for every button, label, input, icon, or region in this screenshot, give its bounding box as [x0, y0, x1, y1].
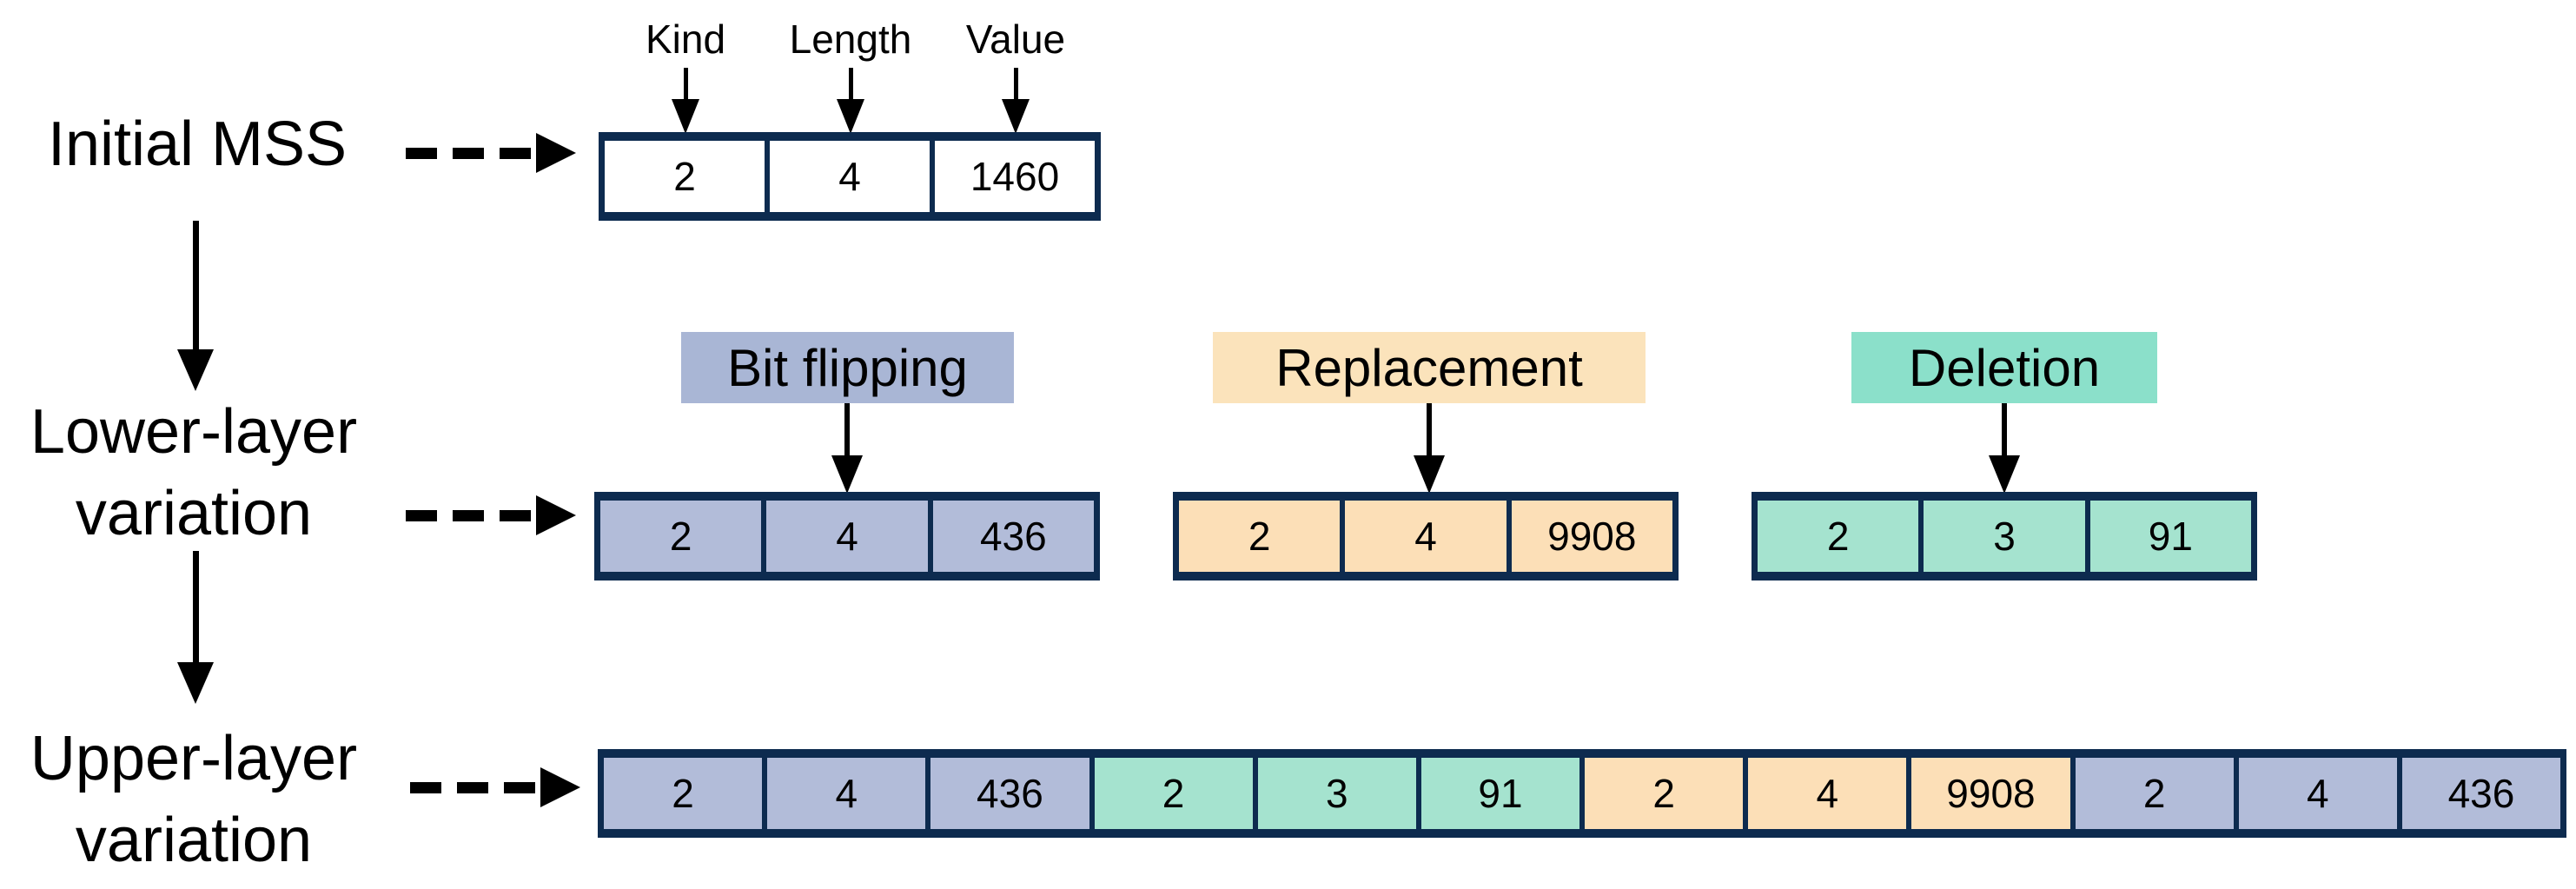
dashed-arrow-initial — [406, 133, 576, 173]
arrow-shaft — [1013, 68, 1018, 99]
arrow-head-right-icon — [536, 495, 576, 535]
lower-layer-label-line1: Lower-layer — [30, 397, 358, 467]
upper-layer-label-line1: Upper-layer — [30, 724, 358, 793]
cell: 91 — [2089, 501, 2251, 572]
arrow-head-down-icon — [672, 99, 699, 134]
initial-kind-cell: 2 — [605, 141, 765, 212]
dashed-arrow-upper — [410, 767, 580, 807]
lower-row-replacement: 2 4 9908 — [1173, 492, 1679, 581]
cell: 2 — [600, 501, 762, 572]
arrow-shaft — [192, 221, 199, 349]
arrow-head-right-icon — [540, 767, 580, 807]
arrow-shaft — [192, 551, 199, 662]
initial-mss-row: 2 4 1460 — [599, 132, 1101, 221]
arrow-head-down-icon — [177, 662, 214, 704]
upper-row: 2 4 436 2 3 91 2 4 9908 2 4 436 — [598, 749, 2566, 838]
lower-layer-label: Lower-layer variation — [7, 391, 381, 554]
cell: 9908 — [1511, 501, 1672, 572]
flow-arrow-initial-to-lower — [177, 221, 214, 391]
cell: 436 — [2401, 758, 2561, 829]
badge-arrow-bit-flipping — [831, 403, 863, 494]
arrow-head-down-icon — [1989, 455, 2020, 494]
lower-row-deletion: 2 3 91 — [1752, 492, 2257, 581]
arrow-head-right-icon — [536, 133, 576, 173]
cell: 436 — [930, 758, 1089, 829]
cell: 2 — [1758, 501, 1919, 572]
cell: 2 — [604, 758, 763, 829]
dashed-line — [406, 509, 536, 521]
lower-layer-label-line2: variation — [75, 479, 313, 548]
cell: 2 — [1094, 758, 1253, 829]
field-arrow-length — [837, 68, 864, 134]
cell: 9908 — [1911, 758, 2070, 829]
arrow-head-down-icon — [177, 349, 214, 391]
cell: 4 — [1345, 501, 1507, 572]
cell: 2 — [2075, 758, 2234, 829]
arrow-head-down-icon — [831, 455, 863, 494]
arrow-head-down-icon — [1002, 99, 1030, 134]
badge-arrow-deletion — [1989, 403, 2020, 494]
badge-deletion: Deletion — [1851, 332, 2157, 403]
dashed-arrow-lower — [406, 495, 576, 535]
arrow-shaft — [2002, 403, 2007, 455]
cell: 4 — [766, 501, 928, 572]
field-label-kind: Kind — [645, 17, 726, 62]
cell: 4 — [2238, 758, 2397, 829]
badge-arrow-replacement — [1414, 403, 1445, 494]
arrow-head-down-icon — [1414, 455, 1445, 494]
initial-mss-label: Initial MSS — [47, 109, 348, 179]
cell: 91 — [1420, 758, 1580, 829]
badge-replacement: Replacement — [1213, 332, 1646, 403]
field-label-value: Value — [965, 17, 1066, 62]
cell: 2 — [1179, 501, 1341, 572]
arrow-shaft — [844, 403, 850, 455]
cell: 4 — [767, 758, 926, 829]
field-arrow-kind — [672, 68, 699, 134]
cell: 436 — [932, 501, 1094, 572]
arrow-head-down-icon — [837, 99, 864, 134]
badge-bit-flipping: Bit flipping — [681, 332, 1014, 403]
cell: 3 — [1257, 758, 1416, 829]
initial-length-cell: 4 — [770, 141, 930, 212]
flow-arrow-lower-to-upper — [177, 551, 214, 704]
initial-value-cell: 1460 — [935, 141, 1095, 212]
cell: 3 — [1924, 501, 2085, 572]
upper-layer-label: Upper-layer variation — [7, 718, 381, 881]
arrow-shaft — [683, 68, 688, 99]
field-label-length: Length — [789, 17, 912, 62]
lower-row-bit-flipping: 2 4 436 — [594, 492, 1100, 581]
cell: 4 — [1748, 758, 1907, 829]
arrow-shaft — [1427, 403, 1432, 455]
upper-layer-label-line2: variation — [75, 806, 313, 875]
dashed-line — [406, 147, 536, 159]
arrow-shaft — [848, 68, 853, 99]
dashed-line — [410, 781, 540, 793]
field-arrow-value — [1002, 68, 1030, 134]
cell: 2 — [1585, 758, 1744, 829]
